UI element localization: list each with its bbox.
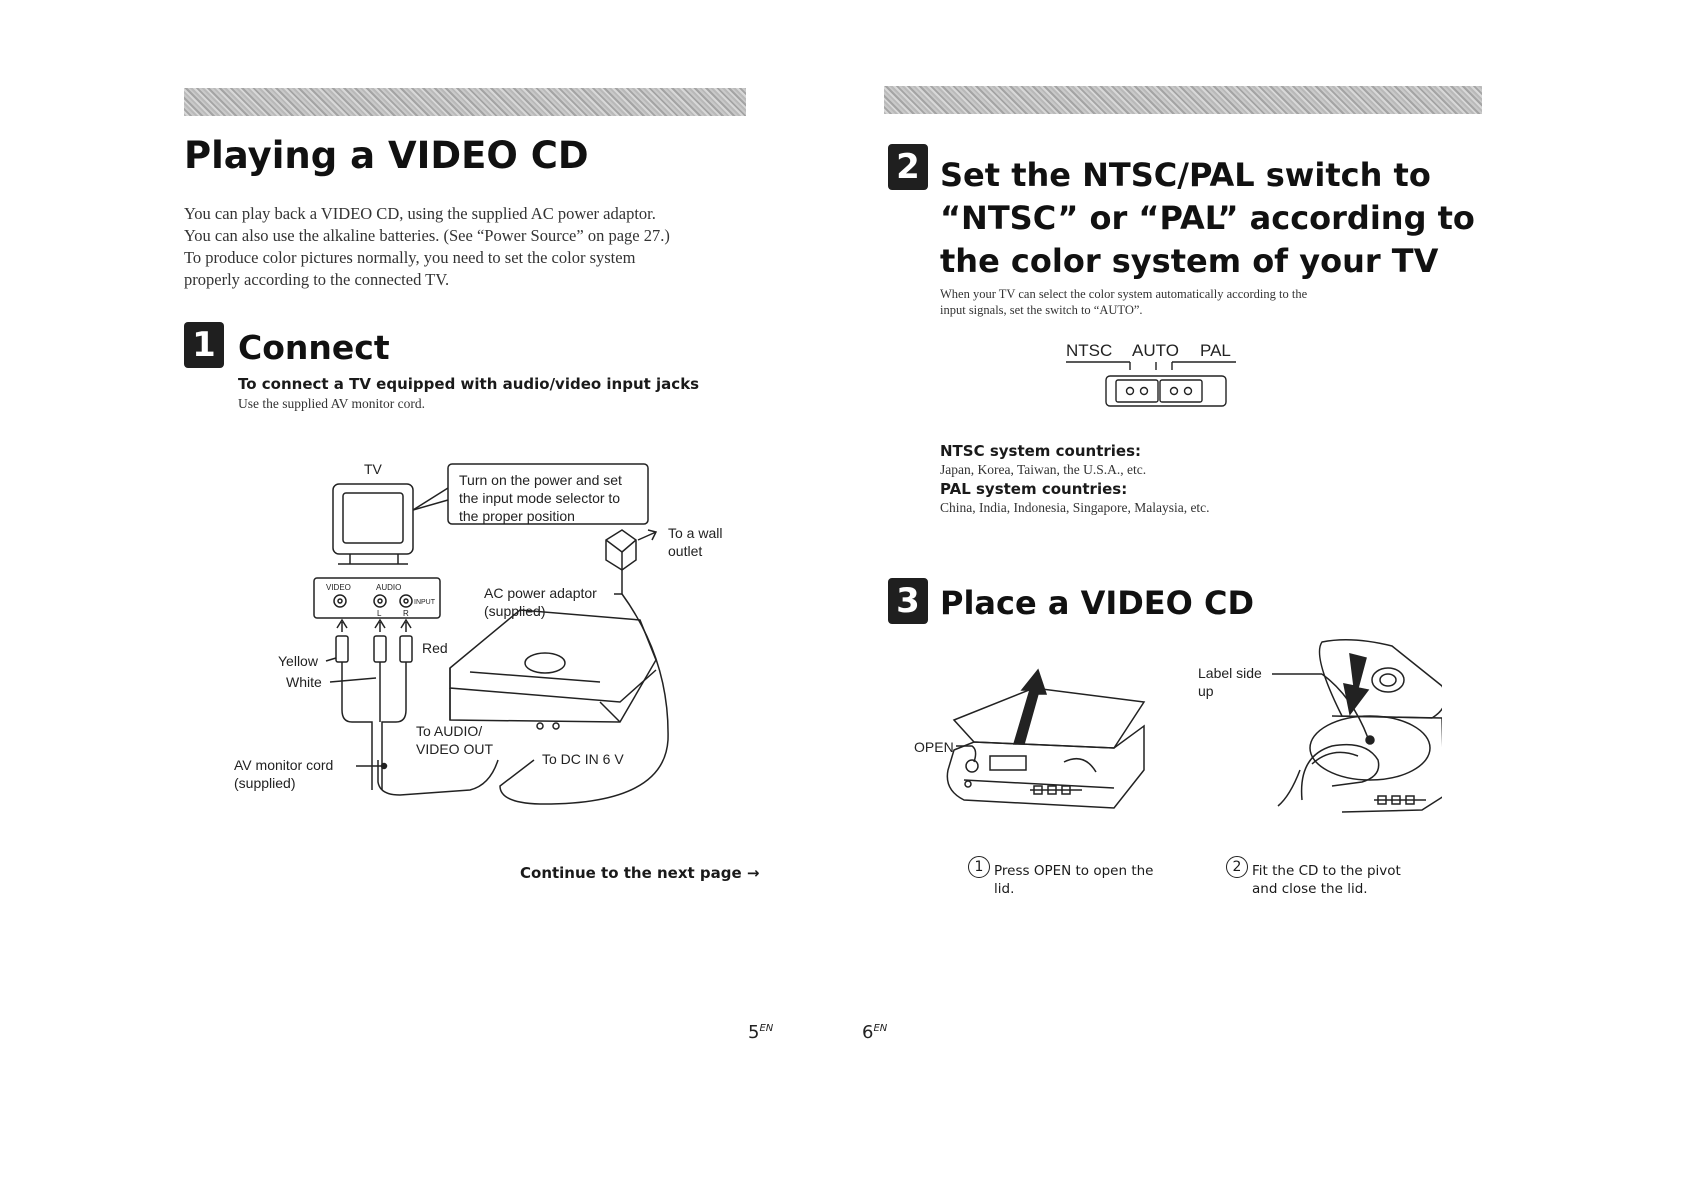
av-cord-label: (supplied) — [234, 775, 295, 791]
yellow-plug — [335, 635, 349, 663]
step-1-note: Use the supplied AV monitor cord. — [238, 396, 425, 411]
instruction-1-number: 1 — [968, 856, 990, 878]
page-number: 6 — [862, 1022, 874, 1043]
left-page: Playing a VIDEO CD You can play back a V… — [184, 88, 773, 1043]
pal-countries-heading: PAL system countries: — [940, 480, 1128, 498]
instruction-1: 1 Press OPEN to open the lid. — [968, 856, 1154, 898]
tv-illustration — [332, 483, 414, 565]
white-plug — [373, 635, 387, 663]
intro-line: To produce color pictures normally, you … — [184, 248, 636, 267]
instruction-2-number: 2 — [1226, 856, 1248, 878]
page-number-5: 5EN — [748, 1022, 773, 1043]
left-header-banner — [184, 88, 746, 116]
open-button-label: OPEN — [914, 739, 954, 755]
instruction-2-line: Fit the CD to the pivot — [1252, 863, 1401, 879]
audio-video-out-label: VIDEO OUT — [416, 741, 493, 757]
yellow-label: Yellow — [278, 653, 319, 669]
left-channel-label: L — [377, 609, 382, 618]
step-2-heading: Set the NTSC/PAL switch to “NTSC” or “PA… — [940, 154, 1475, 283]
step-3-heading: Place a VIDEO CD — [940, 584, 1255, 622]
callout-line: the input mode selector to — [459, 490, 620, 506]
ac-adaptor-label: (supplied) — [484, 603, 545, 619]
step-2-badge: 2 — [888, 144, 928, 190]
step-2-heading-line: “NTSC” or “PAL” according to — [940, 199, 1475, 237]
wall-outlet-label: To a wall — [668, 525, 722, 541]
switch-auto-label: AUTO — [1132, 341, 1179, 360]
connection-diagram: TV Turn on the power and set the input m… — [234, 461, 722, 805]
page-number: 5 — [748, 1022, 760, 1043]
lift-arrow-icon — [1012, 668, 1048, 745]
callout-line: Turn on the power and set — [459, 472, 622, 488]
audio-jack-label: AUDIO — [376, 583, 401, 592]
step-1-badge: 1 — [184, 322, 224, 368]
input-label: INPUT — [414, 599, 436, 606]
switch-housing — [1105, 375, 1227, 407]
step-2-note-line: When your TV can select the color system… — [940, 287, 1308, 301]
callout-line: the proper position — [459, 508, 575, 524]
switch-ntsc-label: NTSC — [1066, 341, 1112, 360]
ntsc-countries-list: Japan, Korea, Taiwan, the U.S.A., etc. — [940, 462, 1147, 477]
continue-note: Continue to the next page → — [520, 864, 760, 882]
tv-label: TV — [364, 461, 383, 477]
instruction-2: 2 Fit the CD to the pivot and close the … — [1226, 856, 1401, 898]
instruction-1-line: lid. — [994, 881, 1015, 897]
red-plug — [399, 635, 413, 663]
page-number-6: 6EN — [862, 1022, 887, 1043]
insert-cd-diagram: Label side up — [1198, 639, 1442, 813]
label-side-label: up — [1198, 683, 1214, 699]
ac-adaptor-illustration — [605, 529, 637, 571]
red-label: Red — [422, 640, 448, 656]
av-cord-label: AV monitor cord — [234, 757, 333, 773]
ntsc-countries-heading: NTSC system countries: — [940, 442, 1142, 460]
dc-in-label: To DC IN 6 V — [542, 751, 624, 767]
intro-line: You can play back a VIDEO CD, using the … — [184, 204, 656, 223]
step-2-heading-line: Set the NTSC/PAL switch to — [940, 156, 1431, 194]
step-3-badge: 3 — [888, 578, 928, 624]
page-suffix: EN — [873, 1023, 888, 1034]
wall-outlet-label: outlet — [668, 543, 702, 559]
step-2-note-line: input signals, set the switch to “AUTO”. — [940, 303, 1143, 317]
switch-pal-label: PAL — [1200, 341, 1231, 360]
video-cd-player-illustration — [449, 609, 657, 730]
right-channel-label: R — [403, 609, 409, 618]
intro-text: You can play back a VIDEO CD, using the … — [184, 203, 670, 291]
intro-line: You can also use the alkaline batteries.… — [184, 226, 670, 245]
audio-video-out-label: To AUDIO/ — [416, 723, 482, 739]
step-2-heading-line: the color system of your TV — [940, 242, 1439, 280]
insert-arrow-icon — [1343, 653, 1370, 716]
white-label: White — [286, 674, 322, 690]
page-title: Playing a VIDEO CD — [184, 134, 589, 177]
step-2-note: When your TV can select the color system… — [940, 286, 1307, 318]
instruction-1-line: Press OPEN to open the — [994, 863, 1154, 879]
label-side-label: Label side — [1198, 665, 1262, 681]
page-suffix: EN — [759, 1023, 774, 1034]
ac-adaptor-label: AC power adaptor — [484, 585, 597, 601]
callout-box — [447, 463, 649, 525]
open-lid-diagram: OPEN — [914, 668, 1146, 809]
input-jack-panel — [313, 577, 441, 619]
video-jack-label: VIDEO — [326, 583, 351, 592]
pal-countries-list: China, India, Indonesia, Singapore, Mala… — [940, 500, 1210, 515]
step-1-heading: Connect — [238, 328, 390, 367]
right-header-banner — [884, 86, 1482, 114]
instruction-2-line: and close the lid. — [1252, 881, 1368, 897]
right-page: 2 Set the NTSC/PAL switch to “NTSC” or “… — [842, 0, 1684, 1190]
intro-line: properly according to the connected TV. — [184, 270, 450, 289]
step-1-subheading: To connect a TV equipped with audio/vide… — [238, 375, 700, 393]
ntsc-pal-switch-diagram: NTSC AUTO PAL — [1066, 341, 1236, 407]
